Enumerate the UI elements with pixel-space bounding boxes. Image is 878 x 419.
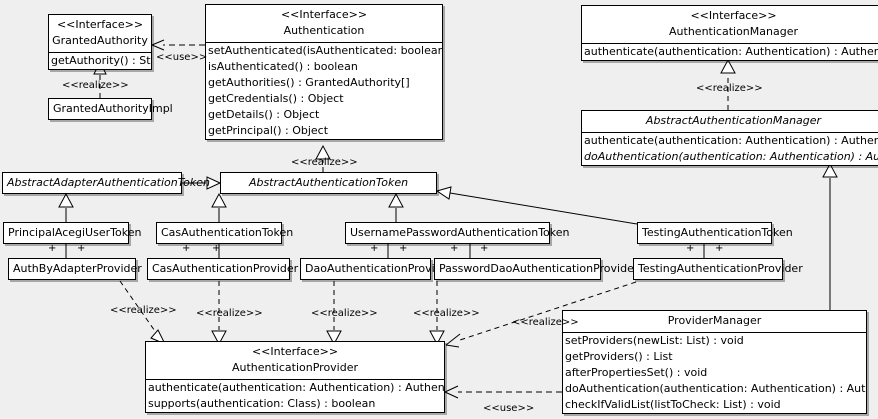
assoc-marker-username-dao-right: + bbox=[399, 243, 408, 254]
class-username-password-authentication-token[interactable]: UsernamePasswordAuthenticationToken bbox=[345, 222, 570, 244]
member-getauthority: getAuthority() : String bbox=[51, 54, 151, 67]
class-name-cas-authentication-token: CasAuthenticationToken bbox=[161, 226, 294, 239]
assoc-marker-principal-right: + bbox=[77, 243, 86, 254]
edge-authentication-uses-grantedauthority bbox=[151, 39, 205, 51]
edge-casauthenticationtoken-extends-abstracttoken bbox=[211, 192, 227, 222]
edge-label-realize-providermanager: <<realize>> bbox=[512, 317, 579, 328]
class-header-authentication-manager: <<Interface>> AuthenticationManager bbox=[582, 6, 878, 43]
class-cas-authentication-token[interactable]: CasAuthenticationToken bbox=[156, 222, 294, 244]
edge-label-realize-authbyadapterprovider: <<realize>> bbox=[110, 305, 177, 316]
edge-label-realize-abstractauthenticationtoken: <<realize>> bbox=[291, 157, 358, 168]
assoc-marker-username-pwd-left: + bbox=[450, 243, 459, 254]
edge-label-realize-abstractauthenticationmanager: <<realize>> bbox=[696, 83, 763, 94]
members-provider-manager: setProviders(newList: List) : void getPr… bbox=[563, 332, 866, 413]
member-setauthenticated: setAuthenticated(isAuthenticated: boolea… bbox=[208, 44, 442, 57]
members-abstract-authentication-manager: authenticate(authentication: Authenticat… bbox=[582, 132, 878, 165]
class-header-provider-manager: ProviderManager bbox=[563, 311, 866, 332]
class-header-authentication: <<Interface>> Authentication bbox=[206, 5, 442, 42]
class-abstract-authentication-token[interactable]: AbstractAuthenticationToken bbox=[220, 172, 437, 194]
class-name-cas-authentication-provider: CasAuthenticationProvider bbox=[152, 262, 299, 275]
edge-label-use-providermanager: <<use>> bbox=[483, 403, 535, 414]
assoc-marker-cas-left: + bbox=[182, 243, 191, 254]
class-name-authentication: Authentication bbox=[283, 24, 365, 37]
class-name-abstract-adapter-authentication-token: AbstractAdapterAuthenticationToken bbox=[7, 176, 210, 189]
class-name-authentication-manager: AuthenticationManager bbox=[669, 25, 798, 38]
class-name-principal-acegi-user-token: PrincipalAcegiUserToken bbox=[8, 226, 142, 239]
assoc-marker-testing-right: + bbox=[715, 243, 724, 254]
class-name-granted-authority: GrantedAuthority bbox=[52, 34, 148, 47]
edge-label-realize-casauthenticationprovider: <<realize>> bbox=[196, 308, 263, 319]
edge-label-realize-daoauthenticationprovider: <<realize>> bbox=[311, 308, 378, 319]
stereotype-interface-granted-authority: <<Interface>> bbox=[56, 18, 144, 31]
edge-testingauthenticationtoken-extends-abstracttoken bbox=[435, 186, 638, 225]
class-name-testing-authentication-provider: TestingAuthenticationProvider bbox=[638, 262, 803, 275]
class-name-abstract-authentication-manager: AbstractAuthenticationManager bbox=[645, 114, 822, 127]
member-afterpropertiesset: afterPropertiesSet() : void bbox=[565, 366, 708, 379]
class-cas-authentication-provider[interactable]: CasAuthenticationProvider bbox=[147, 258, 299, 280]
class-testing-authentication-provider[interactable]: TestingAuthenticationProvider bbox=[633, 258, 803, 280]
class-name-abstract-authentication-token: AbstractAuthenticationToken bbox=[248, 176, 409, 189]
member-getdetails: getDetails() : Object bbox=[208, 108, 320, 121]
class-authentication-provider[interactable]: <<Interface>> AuthenticationProvider aut… bbox=[145, 341, 445, 413]
member-doauthentication-provider-manager: doAuthentication(authentication: Authent… bbox=[565, 382, 866, 395]
edge-label-use-authentication-grantedauthority: <<use>> bbox=[156, 52, 208, 63]
stereotype-interface-authentication-provider: <<Interface>> bbox=[251, 345, 339, 358]
class-authentication[interactable]: <<Interface>> Authentication setAuthenti… bbox=[205, 4, 443, 140]
class-abstract-adapter-authentication-token[interactable]: AbstractAdapterAuthenticationToken bbox=[2, 172, 210, 194]
class-dao-authentication-provider[interactable]: DaoAuthenticationProvider bbox=[300, 258, 453, 280]
member-authenticate-manager: authenticate(authentication: Authenticat… bbox=[584, 45, 878, 58]
class-abstract-authentication-manager[interactable]: AbstractAuthenticationManager authentica… bbox=[581, 110, 878, 166]
class-name-authentication-provider: AuthenticationProvider bbox=[231, 361, 359, 374]
class-header-abstract-authentication-manager: AbstractAuthenticationManager bbox=[582, 111, 878, 132]
edge-usernamepasswordtoken-extends-abstracttoken bbox=[388, 192, 404, 222]
members-granted-authority: getAuthority() : String bbox=[49, 52, 151, 69]
assoc-marker-principal-left: + bbox=[48, 243, 57, 254]
class-auth-by-adapter-provider[interactable]: AuthByAdapterProvider bbox=[8, 258, 142, 280]
class-header-authentication-provider: <<Interface>> AuthenticationProvider bbox=[146, 342, 444, 379]
assoc-marker-username-dao-left: + bbox=[370, 243, 379, 254]
stereotype-interface-authentication-manager: <<Interface>> bbox=[690, 9, 777, 22]
class-name-password-dao-authentication-provider: PasswordDaoAuthenticationProvider bbox=[439, 262, 639, 275]
members-authentication-manager: authenticate(authentication: Authenticat… bbox=[582, 43, 878, 60]
edge-label-realize-passworddaoauthenticationprovider: <<realize>> bbox=[413, 308, 480, 319]
assoc-marker-testing-left: + bbox=[686, 243, 695, 254]
class-name-granted-authority-impl: GrantedAuthorityImpl bbox=[53, 102, 173, 115]
class-granted-authority-impl[interactable]: GrantedAuthorityImpl bbox=[48, 98, 173, 120]
class-testing-authentication-token[interactable]: TestingAuthenticationToken bbox=[637, 222, 793, 244]
class-granted-authority[interactable]: <<Interface>> GrantedAuthority getAuthor… bbox=[48, 14, 152, 70]
members-authentication-provider: authenticate(authentication: Authenticat… bbox=[146, 379, 444, 412]
class-name-provider-manager: ProviderManager bbox=[667, 314, 762, 327]
class-principal-acegi-user-token[interactable]: PrincipalAcegiUserToken bbox=[3, 222, 142, 244]
edge-principalacegiusertoken-extends-abstractadaptertoken bbox=[58, 192, 74, 222]
stereotype-interface-authentication: <<Interface>> bbox=[280, 8, 368, 21]
member-checkifvalidlist: checkIfValidList(listToCheck: List) : vo… bbox=[565, 398, 781, 411]
edge-providermanager-uses-authenticationprovider bbox=[444, 385, 562, 399]
members-authentication: setAuthenticated(isAuthenticated: boolea… bbox=[206, 42, 442, 139]
edge-providermanager-extends-abstractauthenticationmanager bbox=[822, 162, 838, 310]
member-authenticate-provider: authenticate(authentication: Authenticat… bbox=[148, 381, 444, 394]
class-provider-manager[interactable]: ProviderManager setProviders(newList: Li… bbox=[562, 310, 867, 414]
class-name-testing-authentication-token: TestingAuthenticationToken bbox=[642, 226, 793, 239]
class-authentication-manager[interactable]: <<Interface>> AuthenticationManager auth… bbox=[581, 5, 878, 61]
class-name-dao-authentication-provider: DaoAuthenticationProvider bbox=[305, 262, 453, 275]
member-authenticate-abstract-manager: authenticate(authentication: Authenticat… bbox=[584, 134, 878, 147]
assoc-marker-username-pwd-right: + bbox=[480, 243, 489, 254]
class-header-granted-authority: <<Interface>> GrantedAuthority bbox=[49, 15, 151, 52]
member-getproviders: getProviders() : List bbox=[565, 350, 673, 363]
member-setproviders: setProviders(newList: List) : void bbox=[565, 334, 744, 347]
class-password-dao-authentication-provider[interactable]: PasswordDaoAuthenticationProvider bbox=[434, 258, 639, 280]
member-getprincipal: getPrincipal() : Object bbox=[208, 124, 329, 137]
member-isauthenticated: isAuthenticated() : boolean bbox=[208, 60, 358, 73]
assoc-marker-cas-right: + bbox=[212, 243, 221, 254]
class-name-username-password-authentication-token: UsernamePasswordAuthenticationToken bbox=[350, 226, 570, 239]
member-doauthentication-abstract-manager: doAuthentication(authentication: Authent… bbox=[584, 150, 878, 163]
edge-label-realize-grantedauthorityimpl: <<realize>> bbox=[62, 80, 129, 91]
class-name-auth-by-adapter-provider: AuthByAdapterProvider bbox=[13, 262, 142, 275]
member-supports-provider: supports(authentication: Class) : boolea… bbox=[148, 397, 376, 410]
member-getauthorities: getAuthorities() : GrantedAuthority[] bbox=[208, 76, 410, 89]
member-getcredentials: getCredentials() : Object bbox=[208, 92, 344, 105]
